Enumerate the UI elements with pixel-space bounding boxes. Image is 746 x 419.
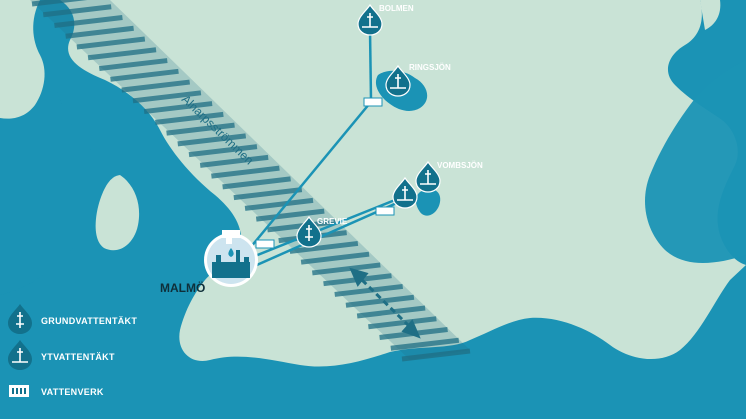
- aquifer-hatch: [76, 36, 146, 50]
- aquifer-hatch: [255, 208, 325, 222]
- aquifer-hatch: [121, 79, 190, 93]
- aquifer-hatch: [110, 68, 179, 82]
- aquifer-hatch: [244, 197, 314, 211]
- legend-label-surface-water: YTVATTENTÄKT: [41, 352, 115, 362]
- aquifer-hatch: [98, 58, 168, 72]
- source-icon-ringsjon: [385, 64, 411, 97]
- source-icon-grevie: [296, 215, 322, 248]
- land-east-cape: [700, 0, 721, 30]
- waterworks-icon: [255, 97, 395, 249]
- legend-label-waterworks: VATTENVERK: [41, 387, 104, 397]
- legend-label-groundwater: GRUNDVATTENTÄKT: [41, 316, 138, 326]
- aquifer-hatch: [233, 187, 303, 201]
- aquifer-hatch: [390, 337, 460, 351]
- aquifer-hatch: [211, 165, 280, 179]
- surface-water-source-icon: [8, 340, 32, 370]
- waterworks-icon: [9, 385, 29, 397]
- aquifer-hatch: [188, 144, 258, 158]
- aquifer-hatch: [155, 111, 224, 125]
- peninsula-west: [0, 0, 45, 119]
- island: [95, 175, 140, 251]
- aquifer-hatch: [31, 0, 88, 7]
- place-label-grevie: GREVIE: [317, 217, 348, 226]
- aquifer-hatch: [312, 262, 381, 276]
- aquifer-hatch: [87, 47, 157, 61]
- aquifer-hatch: [54, 15, 123, 28]
- place-label-bolmen: BOLMEN: [379, 4, 414, 13]
- aquifer-hatch: [42, 4, 112, 18]
- aquifer-hatch: [132, 90, 202, 104]
- sea-east-bay: [645, 60, 746, 264]
- aquifer-hatch: [143, 101, 213, 115]
- groundwater-source-icon: [8, 304, 32, 334]
- aquifer-hatch: [222, 176, 291, 190]
- aquifer-hatch: [289, 240, 359, 254]
- aquifer-hatch: [166, 122, 235, 136]
- city-label: MALMÖ: [160, 280, 205, 295]
- aquifer-hatch: [65, 25, 134, 39]
- malmo-city-icon: [204, 230, 258, 287]
- place-label-vombsjon: VOMBSJÖN: [437, 161, 483, 170]
- aquifer-flow-arrow: [349, 267, 421, 339]
- aquifer-hatch: [356, 305, 426, 319]
- aquifer-hatch: [199, 154, 269, 168]
- aquifer-band: [30, 0, 471, 362]
- aquifer-hatch: [345, 294, 415, 308]
- aquifer-hatch: [334, 283, 404, 297]
- place-label-ringsjon: RINGSJÖN: [409, 63, 451, 72]
- source-icon-vombsjon-b: [415, 160, 441, 193]
- legend: GRUNDVATTENTÄKT YTVATTENTÄKT VATTENVERK: [0, 298, 160, 408]
- aquifer-hatch: [177, 133, 247, 147]
- aquifer-hatch: [300, 251, 370, 265]
- source-icon-vombsjon-a: [392, 176, 418, 209]
- aquifer-hatch: [401, 348, 471, 362]
- aquifer-hatch: [368, 316, 437, 330]
- lake-vombsjon: [415, 188, 441, 216]
- source-icon-bolmen: [357, 3, 383, 36]
